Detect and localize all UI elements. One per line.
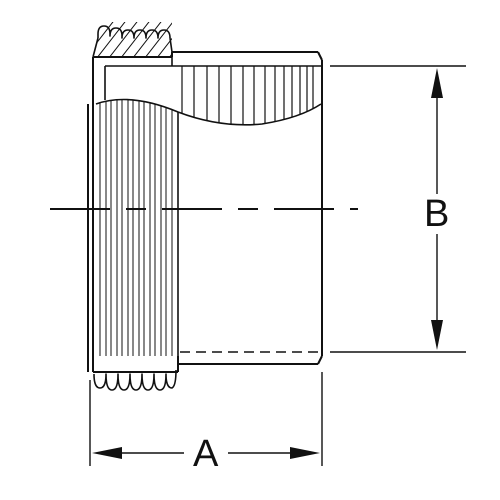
dimension-b-label: B bbox=[424, 193, 449, 235]
bore-shading-lines bbox=[181, 66, 314, 125]
internal-thread-lines bbox=[99, 99, 173, 356]
dimension-b-arrow-bottom bbox=[431, 320, 443, 350]
dimension-a-arrow-right bbox=[290, 447, 320, 459]
bore-outline bbox=[95, 57, 322, 356]
dimension-b-arrow-top bbox=[431, 68, 443, 98]
dimension-a-label: A bbox=[193, 433, 219, 475]
section-hatching bbox=[93, 22, 172, 57]
bottom-thread-teeth bbox=[93, 369, 177, 391]
top-thread-teeth bbox=[97, 25, 171, 39]
dimension-a-arrow-left bbox=[92, 447, 122, 459]
